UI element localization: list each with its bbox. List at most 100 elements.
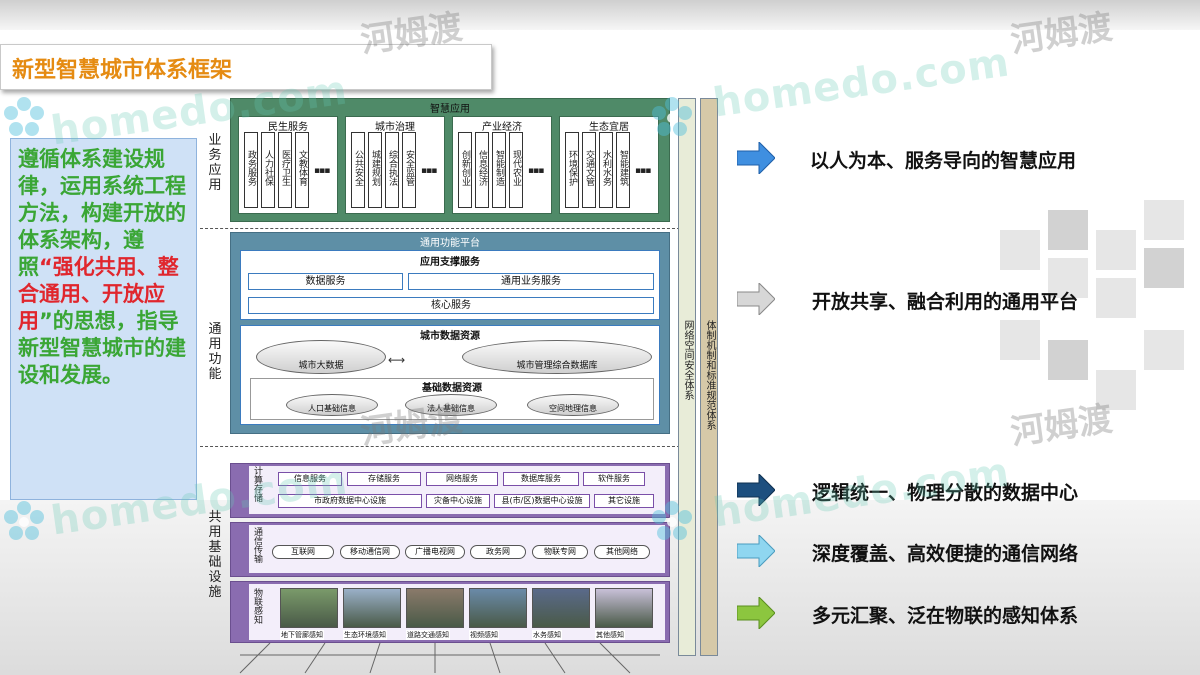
page-title: 新型智慧城市体系框架 — [12, 58, 233, 83]
app-item-label: 智能建筑 — [618, 150, 628, 186]
network-box: 物联专网 — [532, 545, 588, 559]
app-item-box — [582, 132, 596, 208]
compute-facility-box: 其它设施 — [594, 494, 654, 508]
base-data-title: 基础数据资源 — [422, 383, 482, 394]
double-arrow-icon: ⟷ — [388, 353, 406, 367]
compute-service-box: 数据库服务 — [503, 472, 579, 486]
right-label-platform: 开放共享、融合利用的通用平台 — [812, 291, 1079, 313]
sensing-label: 视频感知 — [469, 630, 499, 640]
support-title: 应用支撑服务 — [420, 257, 480, 268]
sensing-label: 水务感知 — [532, 630, 562, 640]
right-label-sensing: 多元汇聚、泛在物联的感知体系 — [812, 605, 1079, 627]
app-item-label: 交通文管 — [584, 150, 594, 186]
watermark-logo-icon — [4, 97, 44, 136]
compute-facility-box: 灾备中心设施 — [426, 494, 490, 508]
app-item-box — [492, 132, 506, 208]
compute-facility-box: 市政府数据中心设施 — [278, 494, 422, 508]
sensing-label: 地下管廊感知 — [280, 630, 324, 640]
sensing-photo — [595, 588, 653, 628]
app-item-box — [599, 132, 613, 208]
sensing-photo — [280, 588, 338, 628]
right-label-app: 以人为本、服务导向的智慧应用 — [810, 150, 1077, 172]
iot-label: 物联感知 — [252, 588, 262, 624]
big-data-cylinder: 城市大数据 — [256, 340, 386, 374]
more-dots: ▪▪▪ — [421, 166, 437, 176]
app-item-label: 文教体育 — [297, 150, 307, 186]
app-item-box — [351, 132, 365, 208]
app-item-label: 公共安全 — [353, 150, 363, 186]
sensing-label: 生态环境感知 — [343, 630, 387, 640]
app-item-label: 水利水务 — [601, 150, 611, 186]
compute-label: 计算存储 — [252, 466, 262, 502]
app-item-box — [385, 132, 399, 208]
city-data-title: 城市数据资源 — [420, 331, 480, 342]
arrow-right-icon — [737, 474, 775, 506]
sensing-label: 道路交通感知 — [406, 630, 450, 640]
population-cylinder: 人口基础信息 — [286, 394, 378, 416]
standards-bar — [700, 98, 718, 656]
sensing-label: 其他感知 — [595, 630, 625, 640]
layer-divider — [200, 228, 680, 229]
mgmt-db-cylinder: 城市管理综合数据库 — [462, 340, 652, 374]
layer-divider — [200, 446, 680, 447]
standards-label: 体制机制和标准规范体系 — [704, 320, 715, 430]
compute-service-box: 网络服务 — [426, 472, 498, 486]
network-box: 广播电视网 — [405, 545, 465, 559]
intro-text: 遵循体系建设规律，运用系统工程方法，构建开放的体系架构，遵照“强化共用、整合通用… — [18, 147, 186, 387]
layer-label-business: 业务应用 — [208, 133, 222, 193]
app-item-label: 创新创业 — [460, 150, 470, 186]
app-item-box — [509, 132, 523, 208]
sensing-photo — [532, 588, 590, 628]
app-item-label: 智能制造 — [494, 150, 504, 186]
app-item-label: 城建规划 — [370, 150, 380, 186]
intro-highlight: “强化共用、整合通用、开放应用 — [18, 255, 179, 333]
app-item-label: 医疗卫生 — [280, 150, 290, 186]
intro-box — [10, 138, 197, 500]
app-item-box — [565, 132, 579, 208]
layer-label-common: 通用功能 — [208, 322, 222, 382]
app-item-box — [402, 132, 416, 208]
platform-title: 通用功能平台 — [420, 238, 480, 249]
perspective-lines — [239, 643, 660, 674]
app-item-label: 安全监管 — [404, 150, 414, 186]
comm-label: 通信传输 — [252, 527, 262, 563]
top-bar — [0, 0, 1200, 30]
app-item-label: 政务服务 — [246, 150, 256, 186]
arrow-right-icon — [737, 283, 775, 315]
network-box: 互联网 — [272, 545, 334, 559]
app-item-label: 人力社保 — [263, 150, 273, 186]
general-service-box: 通用业务服务 — [408, 273, 654, 290]
more-dots: ▪▪▪ — [635, 166, 651, 176]
watermark-logo-icon — [652, 97, 692, 136]
watermark-logo-icon — [652, 501, 692, 540]
security-bar — [678, 98, 696, 656]
app-item-box — [295, 132, 309, 208]
app-item-label: 信息经济 — [477, 150, 487, 186]
more-dots: ▪▪▪ — [314, 166, 330, 176]
compute-service-box: 存储服务 — [347, 472, 421, 486]
sensing-photo — [343, 588, 401, 628]
compute-service-box: 信息服务 — [278, 472, 342, 486]
app-group-title: 产业经济 — [482, 122, 522, 133]
app-group-title: 民生服务 — [268, 122, 308, 133]
network-box: 其他网络 — [594, 545, 650, 559]
more-dots: ▪▪▪ — [528, 166, 544, 176]
app-group-title: 城市治理 — [375, 122, 415, 133]
legal-cylinder: 法人基础信息 — [405, 394, 497, 416]
compute-facility-box: 县(市/区)数据中心设施 — [494, 494, 590, 508]
right-label-datacenter: 逻辑统一、物理分散的数据中心 — [812, 482, 1079, 504]
compute-service-box: 软件服务 — [583, 472, 645, 486]
app-item-box — [616, 132, 630, 208]
app-item-box — [475, 132, 489, 208]
watermark-logo-icon — [4, 501, 44, 540]
arrow-right-icon — [737, 535, 775, 567]
sensing-photo — [469, 588, 527, 628]
security-label: 网络空间安全体系 — [682, 320, 693, 400]
app-item-box — [261, 132, 275, 208]
layer-label-infra: 共用基础设施 — [208, 510, 222, 600]
smart-app-title: 智慧应用 — [430, 104, 470, 115]
title-box — [0, 44, 492, 90]
app-item-box — [458, 132, 472, 208]
app-item-label: 环境保护 — [567, 150, 577, 186]
app-item-box — [244, 132, 258, 208]
